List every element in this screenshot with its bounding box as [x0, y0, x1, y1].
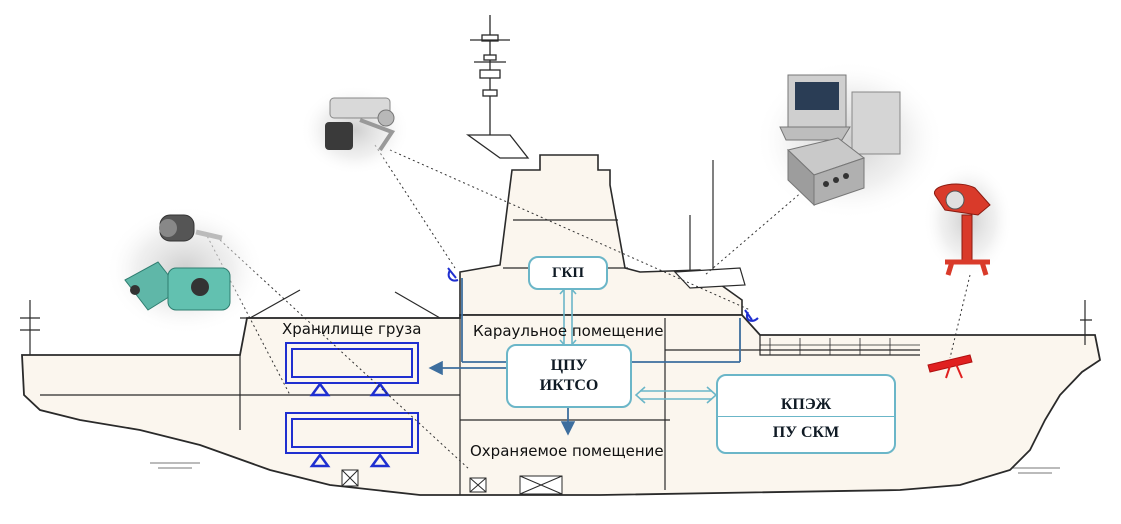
vibration-sensor-icon — [105, 205, 265, 335]
node-iktso-label: ИКТСО — [539, 377, 599, 394]
room-label-cargo: Хранилище груза — [282, 320, 422, 338]
bow-nozzle-icon — [927, 354, 973, 379]
main-mast — [465, 15, 530, 159]
node-gkp-label: ГКП — [551, 265, 585, 281]
cargo-frame-upper — [285, 342, 419, 384]
camera-icon — [300, 85, 410, 175]
rear-mast — [673, 160, 746, 289]
cargo-frame-lower — [285, 412, 419, 454]
cargo-supports — [309, 381, 391, 468]
node-divider — [718, 416, 894, 417]
dome-camera-icon — [447, 267, 759, 322]
control-console-icon — [755, 60, 945, 220]
hatches — [341, 469, 563, 495]
node-gkp: ГКП — [528, 256, 608, 290]
node-kpezh-label: КПЭЖ — [780, 396, 832, 413]
node-cpu-label: ЦПУ — [550, 357, 588, 374]
node-cpu-iktso: ЦПУ ИКТСО — [506, 344, 632, 408]
room-label-protected: Охраняемое помещение — [470, 442, 664, 460]
hull-lines — [20, 289, 1092, 495]
room-label-guard: Караульное помещение — [473, 322, 664, 340]
flow-arrows — [428, 278, 741, 436]
node-puskm-label: ПУ СКМ — [772, 424, 840, 441]
node-kpezh-puskm: КПЭЖ ПУ СКМ — [716, 374, 896, 454]
railings — [760, 338, 920, 355]
superstructure — [459, 154, 743, 316]
fire-monitor-icon — [923, 162, 1013, 278]
